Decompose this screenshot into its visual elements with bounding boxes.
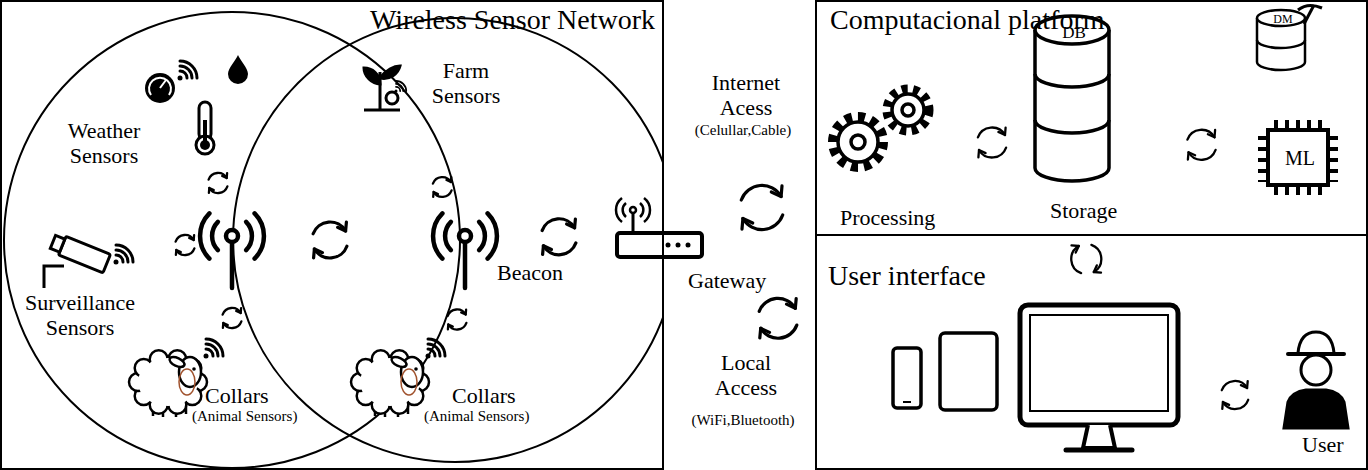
access-label: (WiFi,Bluetooth) xyxy=(668,412,818,429)
ml-node: ML xyxy=(1257,122,1342,197)
platform-panel: Computacional platformProcessingDBStorag… xyxy=(815,0,1368,236)
mining-node: DM xyxy=(1257,7,1312,74)
link-cycle xyxy=(1071,245,1101,273)
node-label: (Animal Sensors) xyxy=(192,408,297,425)
panel-title: User interface xyxy=(828,260,986,292)
sensor-group: Farm Sensors xyxy=(362,47,507,120)
cycle-symbol xyxy=(1222,381,1248,409)
link-cycle xyxy=(759,298,797,338)
access-label: Internet Acess xyxy=(700,70,792,121)
ui-panel: User interfaceUser xyxy=(815,234,1368,470)
processing-node: Processing xyxy=(824,92,964,234)
cycle-symbol xyxy=(209,173,228,193)
link-cycle xyxy=(433,177,452,197)
storage-node: DB Storage xyxy=(1032,14,1142,230)
panel-title: Wireless Sensor Network xyxy=(285,4,655,36)
link-cycle xyxy=(1187,130,1215,160)
sensor-group: Collars(Animal Sensors) xyxy=(130,337,310,432)
access-label: (Celullar,Cable) xyxy=(668,122,818,139)
link-cycle xyxy=(741,185,782,229)
node-label: User xyxy=(1302,432,1344,457)
sensor-group: Collars(Animal Sensors) xyxy=(352,337,552,432)
node-label: Storage xyxy=(1050,198,1117,223)
node-label: DM xyxy=(1259,13,1307,27)
cycle-symbol xyxy=(223,308,242,328)
node-label: Beacon xyxy=(497,260,563,285)
node-label: Processing xyxy=(840,205,935,230)
node-label: ML xyxy=(1270,147,1330,170)
cycle-symbol xyxy=(176,235,195,255)
link-cycle xyxy=(978,127,1006,157)
node-label: Collars xyxy=(205,383,269,408)
node-label: Surveillance Sensors xyxy=(15,290,145,341)
access-label: Local Access xyxy=(703,350,789,401)
user-node: User xyxy=(1282,342,1357,462)
beacon-node: Beacon xyxy=(432,202,572,292)
cycle-symbol xyxy=(313,222,347,258)
node-label: Collars xyxy=(452,383,516,408)
sensor-group: Surveillance Sensors xyxy=(7,234,167,352)
link-cycle xyxy=(448,309,467,329)
sensor-group: Weather Sensors xyxy=(47,57,247,182)
node-label: Farm Sensors xyxy=(427,58,505,109)
node-label: Weather Sensors xyxy=(54,118,154,169)
gateway-node: Gateway xyxy=(612,195,785,298)
link-cycle xyxy=(542,219,576,255)
network-panel: Wireless Sensor NetworkWeather SensorsSu… xyxy=(0,0,664,470)
cycle-symbols xyxy=(176,173,1249,409)
node-label: Gateway xyxy=(688,268,766,293)
node-label: DB xyxy=(1037,23,1111,43)
node-label: (Animal Sensors) xyxy=(424,408,529,425)
